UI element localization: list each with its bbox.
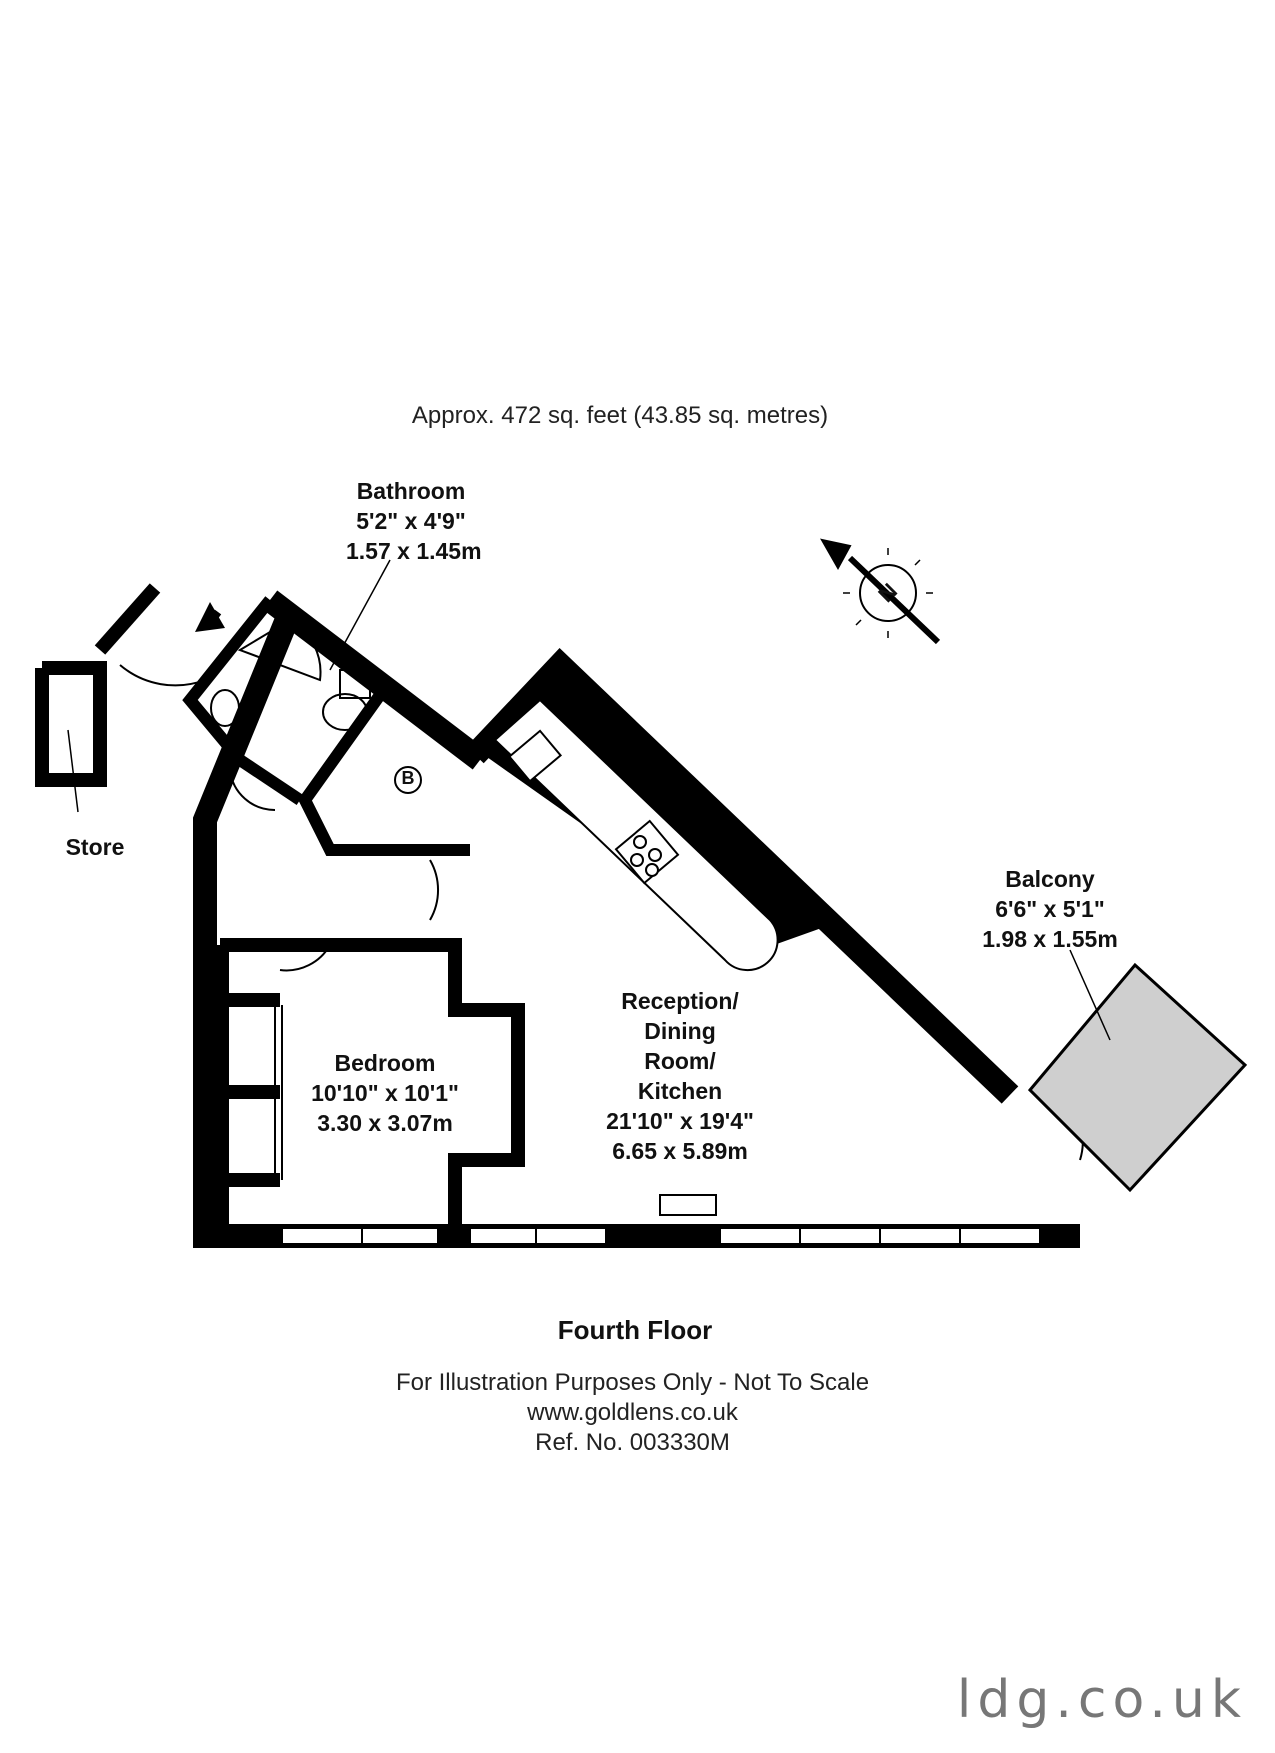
bedroom-walls xyxy=(215,938,525,1236)
footer-notes: For Illustration Purposes Only - Not To … xyxy=(0,1368,1265,1458)
kitchen-wall-block xyxy=(470,655,830,950)
balcony-metric: 1.98 x 1.55m xyxy=(982,926,1118,952)
bathroom-fixtures xyxy=(210,618,371,812)
balcony-name: Balcony xyxy=(1005,866,1095,892)
reception-name-line-1: Reception/ xyxy=(621,988,739,1014)
reception-name-line-3: Room/ xyxy=(644,1048,716,1074)
balcony-imperial: 6'6" x 5'1" xyxy=(995,896,1105,922)
kitchen-counter xyxy=(493,698,779,972)
windows xyxy=(281,1227,1041,1245)
bedroom-metric: 3.30 x 3.07m xyxy=(317,1110,453,1136)
balcony-label: Balcony 6'6" x 5'1" 1.98 x 1.55m xyxy=(980,864,1120,954)
entrance-walls xyxy=(35,583,161,787)
fireplace xyxy=(659,1194,717,1216)
reference-number: Ref. No. 003330M xyxy=(535,1429,730,1456)
label-pointers xyxy=(67,559,1111,1041)
floor-name: Fourth Floor xyxy=(557,1315,713,1345)
reception-name-line-4: Kitchen xyxy=(637,1078,723,1104)
bathroom-imperial: 5'2" x 4'9" xyxy=(356,508,466,534)
reception-name-line-2: Dining xyxy=(644,1018,716,1044)
floor-area-heading: Approx. 472 sq. feet (43.85 sq. metres) xyxy=(411,402,829,429)
bathroom-metric: 1.57 x 1.45m xyxy=(346,538,482,564)
bedroom-imperial: 10'10" x 10'1" xyxy=(311,1080,459,1106)
disclaimer: For Illustration Purposes Only - Not To … xyxy=(395,1369,870,1396)
reception-metric: 6.65 x 5.89m xyxy=(612,1138,748,1164)
brand-watermark: ldg.co.uk xyxy=(956,1670,1247,1730)
reception-label: Reception/ Dining Room/ Kitchen 21'10" x… xyxy=(600,986,760,1166)
bedroom-name: Bedroom xyxy=(334,1050,436,1076)
boiler-label: B xyxy=(401,768,415,788)
website-text: www.goldlens.co.uk xyxy=(527,1399,738,1426)
balcony xyxy=(1027,962,1248,1193)
wardrobe xyxy=(274,1005,283,1180)
bedroom-label: Bedroom 10'10" x 10'1" 3.30 x 3.07m xyxy=(300,1048,470,1138)
bathroom-label: Bathroom 5'2" x 4'9" 1.57 x 1.45m xyxy=(346,476,482,566)
compass-icon xyxy=(820,538,941,645)
bathroom-walls xyxy=(182,596,470,856)
reception-imperial: 21'10" x 19'4" xyxy=(606,1108,754,1134)
bathroom-name: Bathroom xyxy=(356,478,466,504)
boiler-symbol xyxy=(394,766,422,794)
store-label: Store xyxy=(65,834,125,860)
